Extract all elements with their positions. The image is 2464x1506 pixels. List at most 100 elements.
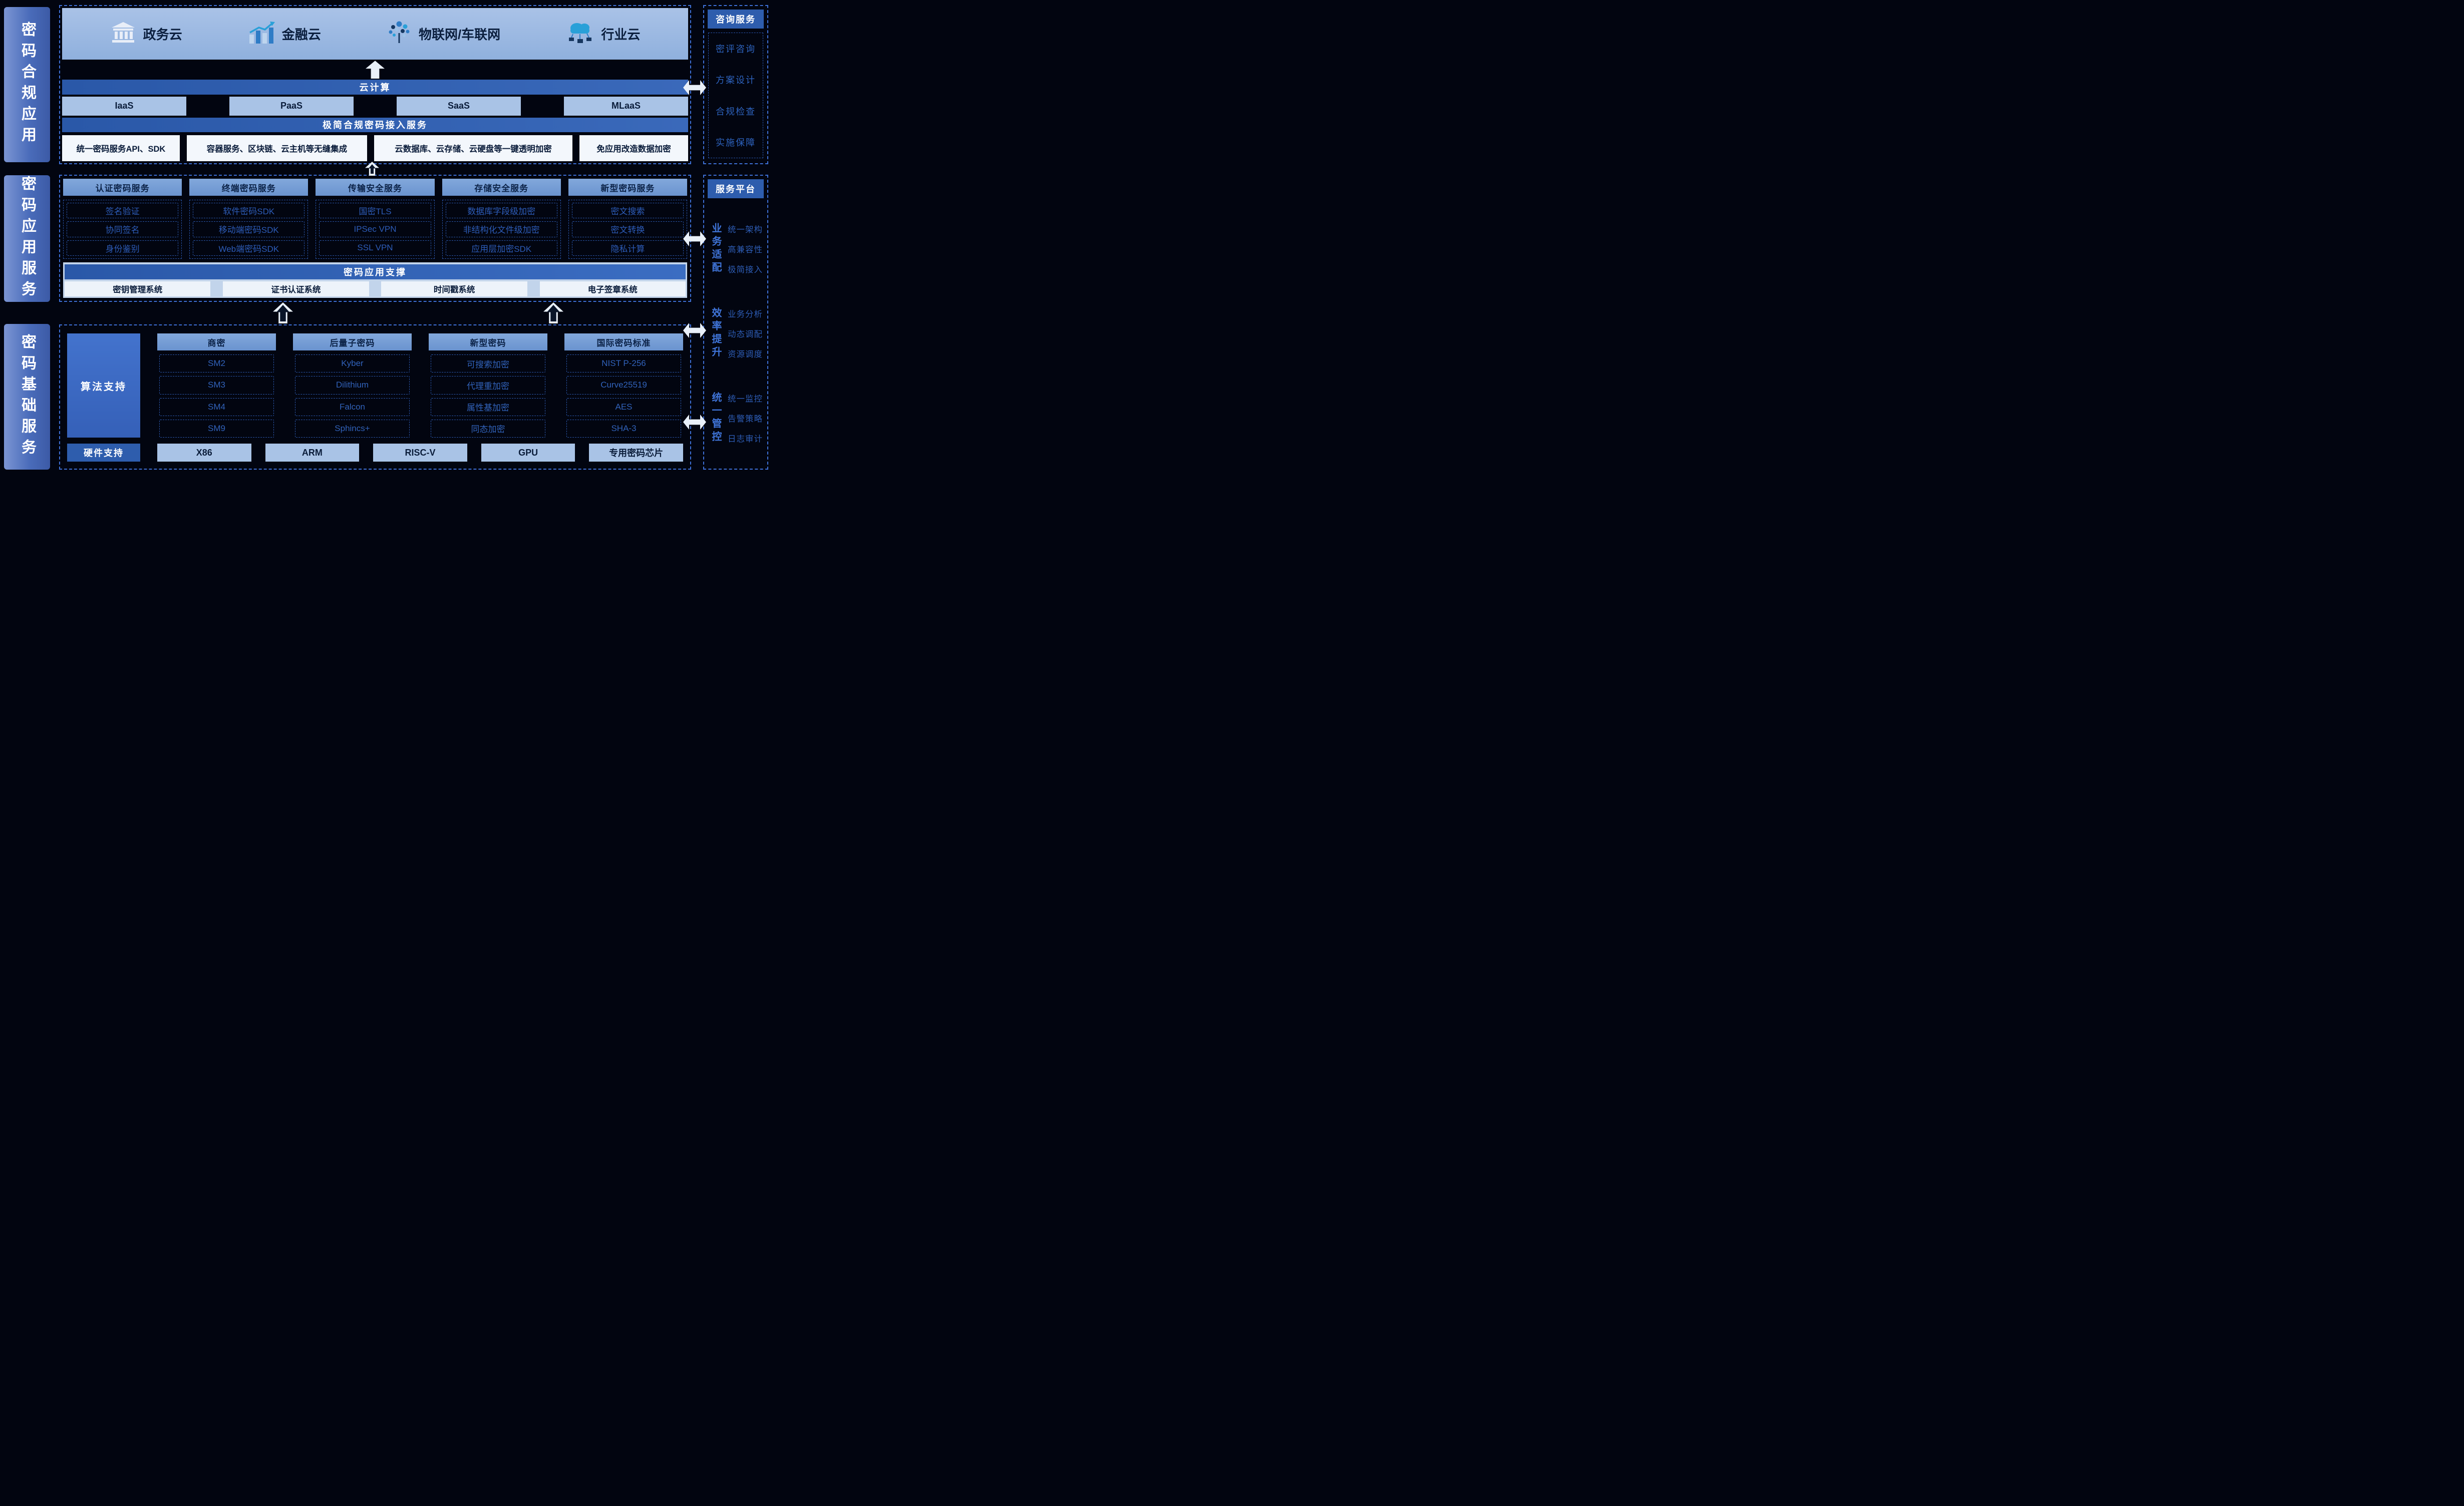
service-item: 密文搜索 [571, 203, 684, 219]
algorithm-support-box: 算法支持 [67, 333, 140, 438]
iot-network-icon [387, 20, 412, 48]
algorithm-item: NIST P-256 [566, 354, 681, 373]
column-header: 存储安全服务 [442, 179, 561, 196]
column-transport: 国密TLS IPSec VPN SSL VPN [316, 200, 435, 259]
consulting-items: 密评咨询 方案设计 合规检查 实施保障 [708, 33, 763, 158]
column-header: 新型密码 [429, 333, 547, 350]
column-header: 终端密码服务 [189, 179, 309, 196]
algorithm-item: 同态加密 [431, 419, 545, 438]
banner-arrow-zone [62, 60, 688, 80]
section-bar-compliance: 密码合规应用 [4, 7, 50, 162]
column-header: 后量子密码 [293, 333, 412, 350]
service-models-row: IaaS PaaS SaaS MLaaS [62, 96, 688, 116]
group-items: 业务分析 动态调配 资源调度 [728, 307, 763, 359]
support-system: 时间戳系统 [381, 281, 527, 296]
model-iaas: IaaS [62, 96, 186, 116]
up-arrow-icon [366, 61, 385, 79]
hardware-row: 硬件支持 X86 ARM RISC-V GPU 专用密码芯片 [67, 444, 683, 462]
platform-item: 动态调配 [728, 329, 763, 339]
algorithm-item: 代理重加密 [431, 376, 545, 395]
service-item: IPSec VPN [319, 221, 431, 237]
section-label: 密码应用服务 [19, 175, 36, 302]
section-label: 密码合规应用 [19, 22, 36, 148]
access-item: 云数据库、云存储、云硬盘等一键透明加密 [374, 135, 573, 161]
industry-cloud-icon [566, 21, 594, 47]
algorithm-item: 属性基加密 [431, 398, 545, 416]
compliance-panel: 政务云 金融云 [59, 5, 691, 164]
model-mlaas: MLaaS [564, 96, 688, 116]
platform-item: 日志审计 [728, 435, 763, 444]
service-item: Web端密码SDK [193, 240, 305, 256]
model-saas: SaaS [397, 96, 521, 116]
application-columns: 认证密码服务 终端密码服务 传输安全服务 存储安全服务 新型密码服务 签名验证 … [63, 179, 687, 259]
support-systems-row: 密钥管理系统 证书认证系统 时间戳系统 电子签章系统 [65, 281, 686, 296]
column-terminal: 软件密码SDK 移动端密码SDK Web端密码SDK [189, 200, 309, 259]
hardware-item: GPU [481, 444, 575, 462]
support-system: 电子签章系统 [539, 281, 686, 296]
platform-groups: 业务适配 统一架构 高兼容性 极简接入 效率提升 业务分析 动态调配 资源调度 … [704, 200, 767, 469]
platform-item: 统一架构 [728, 225, 763, 234]
algorithm-item: Dilithium [295, 376, 410, 395]
group-label: 业务适配 [710, 222, 721, 275]
crypto-service-architecture-diagram: 密码合规应用 密码应用服务 密码基础服务 [0, 0, 771, 471]
algorithm-item: AES [566, 398, 681, 416]
hardware-items: X86 ARM RISC-V GPU 专用密码芯片 [157, 444, 683, 462]
up-arrow-icon [365, 162, 379, 176]
column-pqc: Kyber Dilithium Falcon Sphincs+ [293, 354, 412, 438]
algorithm-item: 可搜索加密 [431, 354, 545, 373]
algorithm-columns: 商密 后量子密码 新型密码 国际密码标准 SM2 SM3 SM4 SM9 Kyb… [157, 333, 683, 438]
hardware-item: 专用密码芯片 [589, 444, 683, 462]
platform-header: 服务平台 [708, 179, 764, 198]
service-item: 密文转换 [571, 221, 684, 237]
algorithm-item: Falcon [295, 398, 410, 416]
column-header: 商密 [157, 333, 276, 350]
column-header: 传输安全服务 [316, 179, 435, 196]
support-system: 密钥管理系统 [65, 281, 211, 296]
column-header: 国际密码标准 [564, 333, 683, 350]
access-item: 容器服务、区块链、云主机等无缝集成 [186, 135, 368, 161]
column-sm: SM2 SM3 SM4 SM9 [157, 354, 276, 438]
access-item: 免应用改造数据加密 [579, 135, 688, 161]
platform-item: 高兼容性 [728, 245, 763, 254]
algorithm-item: SM4 [159, 398, 274, 416]
column-novel: 密文搜索 密文转换 隐私计算 [568, 200, 687, 259]
algorithm-item: SM2 [159, 354, 274, 373]
algorithm-item: Curve25519 [566, 376, 681, 395]
column-international: NIST P-256 Curve25519 AES SHA-3 [564, 354, 683, 438]
foundation-main: 算法支持 商密 后量子密码 新型密码 国际密码标准 SM2 SM3 SM4 SM… [67, 333, 683, 438]
column-storage: 数据库字段级加密 非结构化文件级加密 应用层加密SDK [442, 200, 561, 259]
section-label: 密码基础服务 [19, 333, 36, 460]
hardware-support-box: 硬件支持 [67, 444, 140, 462]
service-item: 隐私计算 [571, 240, 684, 256]
cloud-scenarios-banner: 政务云 金融云 [62, 8, 688, 60]
application-support-bar: 密码应用支撑 [65, 264, 686, 279]
cloud-item-finance: 金融云 [248, 21, 321, 47]
up-arrow-icon [543, 302, 563, 323]
consulting-item: 合规检查 [716, 106, 756, 117]
service-item: 签名验证 [67, 203, 179, 219]
application-services-panel: 认证密码服务 终端密码服务 传输安全服务 存储安全服务 新型密码服务 签名验证 … [59, 175, 691, 302]
group-items: 统一监控 告警策略 日志审计 [728, 392, 763, 444]
cloud-label: 物联网/车联网 [418, 27, 501, 43]
group-label: 效率提升 [710, 307, 721, 359]
consulting-item: 方案设计 [716, 75, 756, 86]
platform-group-adaptation: 业务适配 统一架构 高兼容性 极简接入 [706, 206, 765, 291]
group-label: 统一管控 [710, 392, 721, 445]
platform-group-efficiency: 效率提升 业务分析 动态调配 资源调度 [706, 291, 765, 375]
support-system: 证书认证系统 [223, 281, 369, 296]
finance-chart-icon [248, 21, 275, 47]
section-bar-application: 密码应用服务 [4, 175, 50, 302]
service-item: 软件密码SDK [193, 203, 305, 219]
up-arrow-icon [273, 302, 293, 323]
platform-group-governance: 统一管控 统一监控 告警策略 日志审计 [706, 376, 765, 461]
service-platform-panel: 服务平台 业务适配 统一架构 高兼容性 极简接入 效率提升 业务分析 动态调配 … [703, 175, 768, 470]
column-auth: 签名验证 协同签名 身份鉴别 [63, 200, 182, 259]
hardware-item: RISC-V [373, 444, 467, 462]
consulting-item: 实施保障 [716, 137, 756, 148]
cloud-label: 金融云 [281, 27, 321, 43]
service-item: 数据库字段级加密 [445, 203, 557, 219]
application-support-block: 密码应用支撑 密钥管理系统 证书认证系统 时间戳系统 电子签章系统 [63, 262, 687, 298]
platform-item: 极简接入 [728, 265, 763, 274]
consulting-panel: 咨询服务 密评咨询 方案设计 合规检查 实施保障 [703, 5, 768, 164]
platform-item: 告警策略 [728, 415, 763, 424]
